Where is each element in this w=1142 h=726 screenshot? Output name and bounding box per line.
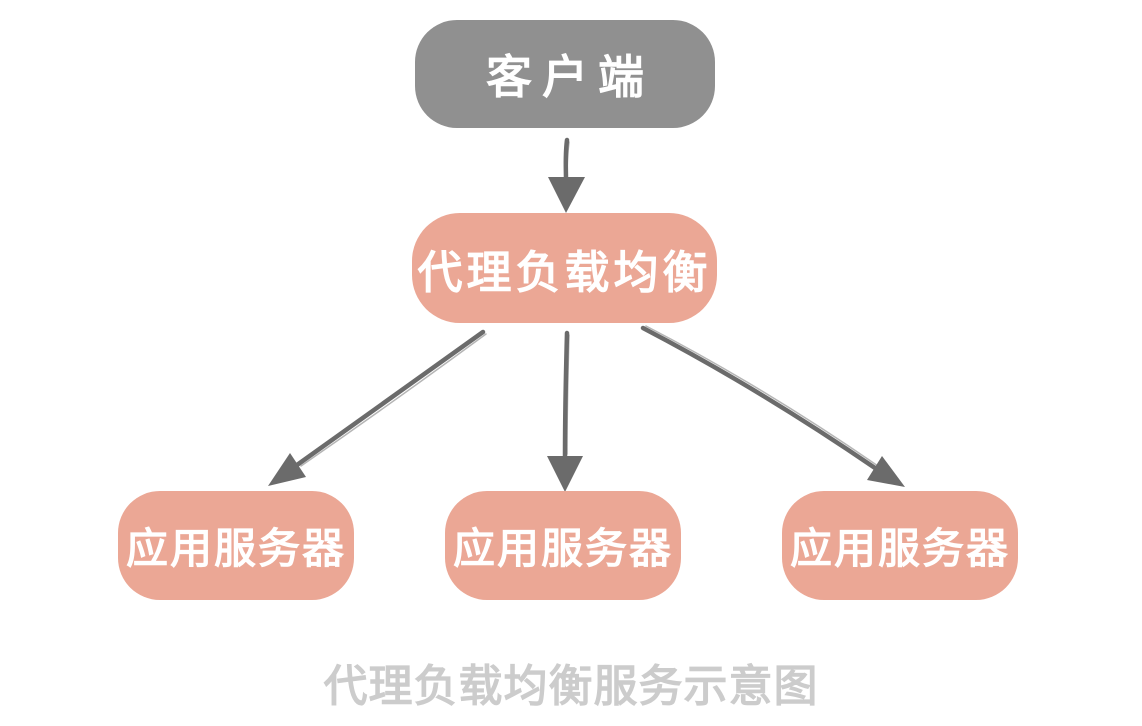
node-app-server-1: 应用服务器 (118, 491, 354, 600)
arrow-balancer-to-server-2 (547, 330, 583, 492)
node-app-server-1-label: 应用服务器 (125, 525, 346, 572)
node-app-server-2-label: 应用服务器 (452, 525, 673, 572)
node-app-server-3-label: 应用服务器 (789, 525, 1010, 572)
node-load-balancer-label: 代理负载均衡 (417, 246, 712, 298)
diagram-caption: 代理负载均衡服务示意图 (323, 662, 819, 711)
arrow-client-to-balancer (548, 137, 585, 213)
node-app-server-2: 应用服务器 (445, 491, 681, 600)
arrow-balancer-to-server-1 (268, 329, 487, 486)
node-app-server-3: 应用服务器 (782, 491, 1018, 600)
node-load-balancer: 代理负载均衡 (412, 213, 717, 323)
node-client-label: 客户端 (486, 51, 654, 103)
node-client: 客户端 (415, 20, 715, 128)
arrow-balancer-to-server-3 (640, 325, 905, 487)
